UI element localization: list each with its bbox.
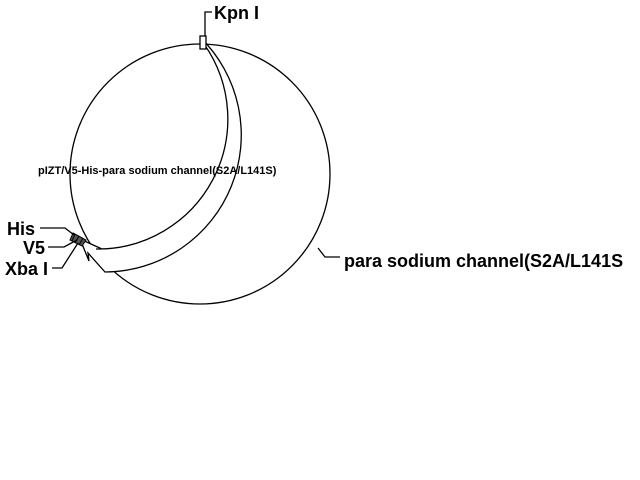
his-leader-line (40, 227, 75, 236)
insert-feature-arrow (78, 36, 242, 273)
xba-leader-line (52, 242, 79, 269)
kpn-site-marker (199, 35, 207, 50)
xba-label: Xba I (5, 259, 48, 279)
v5-leader-line (48, 239, 78, 248)
insert-label: para sodium channel(S2A/L141S (344, 251, 623, 271)
kpn-leader-line (204, 11, 212, 36)
his-label: His (7, 219, 35, 239)
v5-label: V5 (23, 238, 45, 258)
kpn-label: Kpn I (214, 3, 259, 23)
his-v5-tag-hatch (71, 233, 84, 246)
insert-leader-line (317, 247, 340, 258)
plasmid-name-label: pIZT/V5-His-para sodium channel(S2A/L141… (38, 165, 277, 177)
